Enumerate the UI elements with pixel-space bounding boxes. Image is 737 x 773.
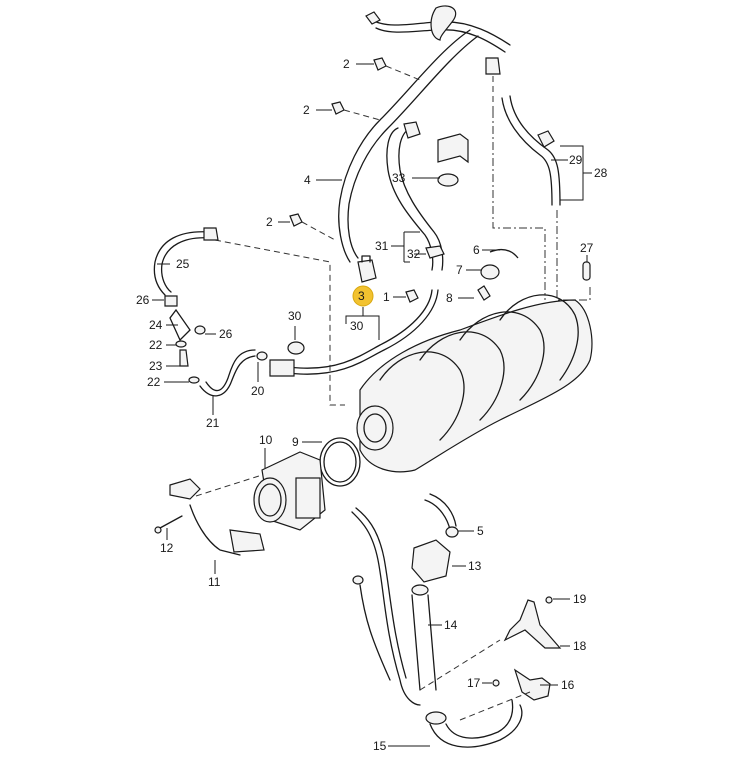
callout-8[interactable]: 8 — [446, 291, 453, 305]
callout-13[interactable]: 13 — [468, 559, 482, 573]
callout-30[interactable]: 30 — [288, 309, 302, 323]
callout-28[interactable]: 28 — [594, 166, 608, 180]
part-27 — [582, 261, 591, 281]
callout-27[interactable]: 27 — [580, 241, 594, 255]
part-8 — [477, 285, 491, 301]
callout-24[interactable]: 24 — [149, 318, 163, 332]
callout-7[interactable]: 7 — [456, 263, 463, 277]
callout-33[interactable]: 33 — [392, 171, 406, 185]
lower-hoses — [351, 493, 523, 748]
callout-15[interactable]: 15 — [373, 739, 387, 753]
callout-4[interactable]: 4 — [304, 173, 311, 187]
hose-28 — [492, 95, 591, 301]
callout-32[interactable]: 32 — [407, 247, 421, 261]
clip-2-top — [373, 57, 387, 71]
callout-19[interactable]: 19 — [573, 592, 587, 606]
fitting-3 — [357, 255, 377, 283]
callout-2[interactable]: 2 — [266, 215, 273, 229]
highlight-marker — [352, 285, 374, 307]
top-breather-pipe — [365, 5, 511, 110]
callout-14[interactable]: 14 — [444, 618, 458, 632]
callout-31[interactable]: 31 — [375, 239, 389, 253]
left-hose-assembly — [153, 227, 268, 397]
callout-30[interactable]: 30 — [350, 319, 364, 333]
callout-6[interactable]: 6 — [473, 243, 480, 257]
callout-12[interactable]: 12 — [160, 541, 174, 555]
callout-11[interactable]: 11 — [208, 575, 221, 589]
callout-17[interactable]: 17 — [467, 676, 481, 690]
callout-2[interactable]: 2 — [303, 103, 310, 117]
bracket-11 — [154, 474, 265, 556]
callout-22[interactable]: 22 — [147, 375, 161, 389]
callout-5[interactable]: 5 — [477, 524, 484, 538]
callout-29[interactable]: 29 — [569, 153, 583, 167]
bracket-18 — [419, 596, 562, 691]
callout-10[interactable]: 10 — [259, 433, 273, 447]
callout-21[interactable]: 21 — [206, 416, 220, 430]
throttle-body-10 — [253, 451, 326, 531]
callout-25[interactable]: 25 — [176, 257, 190, 271]
leader-lines — [152, 63, 592, 747]
callout-20[interactable]: 20 — [251, 384, 265, 398]
callout-26[interactable]: 26 — [219, 327, 233, 341]
callouts: 2 2 4 33 29 28 2 31 32 6 27 25 7 3 1 8 2… — [136, 57, 608, 753]
callout-18[interactable]: 18 — [573, 639, 587, 653]
callout-22[interactable]: 22 — [149, 338, 163, 352]
part-7 — [480, 264, 500, 280]
clip-2-low — [289, 213, 303, 227]
clip-1 — [405, 289, 419, 303]
hose-30 — [269, 289, 439, 377]
clip-2-mid — [331, 101, 345, 115]
bracket-33 — [437, 133, 469, 187]
intake-manifold — [356, 294, 593, 473]
callout-3[interactable]: 3 — [358, 289, 365, 303]
callout-26[interactable]: 26 — [136, 293, 150, 307]
clip-32 — [425, 245, 445, 259]
hose-6 — [489, 248, 519, 259]
callout-1[interactable]: 1 — [383, 290, 390, 304]
gasket-9 — [319, 437, 361, 487]
callout-16[interactable]: 16 — [561, 678, 575, 692]
callout-23[interactable]: 23 — [149, 359, 163, 373]
clamp-16 — [459, 668, 551, 721]
callout-2[interactable]: 2 — [343, 57, 350, 71]
pipe-4 — [338, 29, 479, 263]
callout-9[interactable]: 9 — [292, 435, 299, 449]
